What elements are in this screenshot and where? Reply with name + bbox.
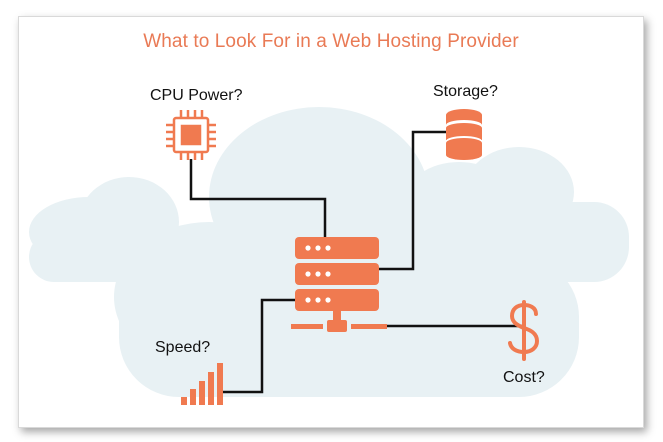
storage-label: Storage? <box>433 83 498 100</box>
infographic-card: What to Look For in a Web Hosting Provid… <box>18 16 644 428</box>
network-node-icon <box>291 311 387 332</box>
signal-bars-icon <box>181 363 223 405</box>
database-icon <box>446 109 482 160</box>
speed-connector <box>221 298 306 394</box>
dollar-icon <box>508 300 540 361</box>
storage-connector <box>377 130 447 271</box>
background-clouds <box>29 107 629 397</box>
diagram-canvas <box>29 107 629 405</box>
cpu-power-label: CPU Power? <box>150 87 243 104</box>
server-rack-icon <box>295 237 379 311</box>
connector-lines <box>189 130 524 394</box>
infographic-title: What to Look For in a Web Hosting Provid… <box>143 31 519 52</box>
cpu-chip-icon <box>166 110 216 160</box>
speed-label: Speed? <box>155 339 211 356</box>
cpu-connector <box>189 159 327 237</box>
cost-label: Cost? <box>503 369 545 386</box>
